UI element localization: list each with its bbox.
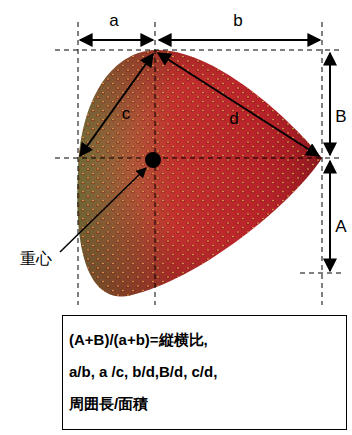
dimension-arrows: [80, 40, 330, 271]
dimension-label: d: [229, 110, 238, 127]
dimension-label: c: [122, 105, 131, 122]
formula-text: (A+B)/(a+b)=縦横比,: [69, 324, 340, 356]
leader-line: [60, 168, 146, 252]
dimension-label: B: [335, 108, 346, 125]
guide-lines: [55, 22, 342, 305]
formula-text: 周囲長/面積: [69, 388, 340, 420]
formula-box: (A+B)/(a+b)=縦横比,a/b, a /c, b/d,B/d, c/d,…: [62, 315, 347, 430]
dimension-label: b: [233, 12, 242, 29]
dimension-label: a: [109, 12, 118, 29]
formula-text: a/b, a /c, b/d,B/d, c/d,: [69, 356, 340, 388]
dimension-label: A: [335, 218, 346, 235]
centroid-dot: [145, 152, 161, 168]
centroid-label: 重心: [20, 251, 52, 267]
strawberry: [77, 50, 322, 297]
